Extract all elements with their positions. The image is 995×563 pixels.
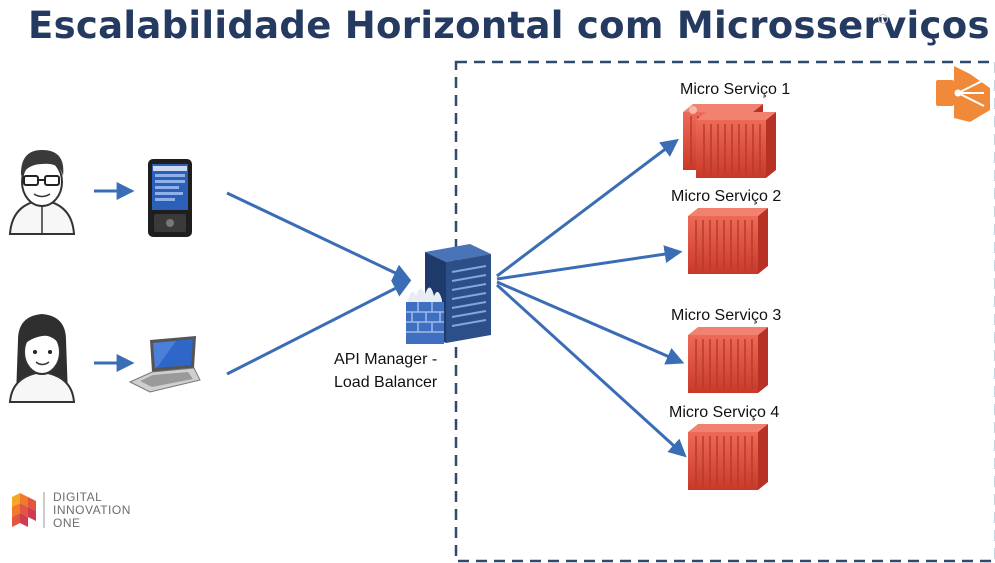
network-app-icon xyxy=(936,66,990,122)
arrow-gateway-svc1 xyxy=(496,138,679,278)
male-user-icon xyxy=(8,150,76,235)
container-icon-svc3 xyxy=(687,326,769,394)
service-label-1: Micro Serviço 1 xyxy=(680,81,791,98)
brand-line1: DIGITAL xyxy=(53,490,103,504)
female-user-icon xyxy=(8,314,76,403)
service-label-4: Micro Serviço 4 xyxy=(669,404,780,421)
service-label-2: Micro Serviço 2 xyxy=(671,188,782,205)
pda-phone-icon xyxy=(148,159,192,237)
brand-line3: ONE xyxy=(53,516,81,530)
arrow-gateway-svc3 xyxy=(496,280,685,365)
arrow-gateway-svc2 xyxy=(496,245,683,281)
brand-wordmark: DIGITAL INNOVATION ONE xyxy=(53,491,131,530)
arrow-laptop-gateway xyxy=(226,280,412,376)
service-label-3: Micro Serviço 3 xyxy=(671,307,782,324)
container-icon-svc2 xyxy=(687,207,769,275)
laptop-icon xyxy=(128,336,201,393)
firewall-icon xyxy=(406,287,444,344)
slide-title: Escalabilidade Horizontal com Microsserv… xyxy=(28,4,990,47)
brand-line2: INNOVATION xyxy=(53,503,131,517)
gateway-label: API Manager - Load Balancer xyxy=(334,348,437,394)
brand-logo-icon xyxy=(12,492,45,528)
indicator-dot xyxy=(878,14,888,24)
container-icon-svc1 xyxy=(682,103,777,179)
arrow-phone-gateway xyxy=(226,191,412,281)
container-icon-svc4 xyxy=(687,423,769,491)
gateway-label-line2: Load Balancer xyxy=(334,374,438,391)
server-icon xyxy=(406,244,491,344)
arrow-gateway-svc4 xyxy=(495,283,687,458)
gateway-label-line1: API Manager - xyxy=(334,351,438,368)
